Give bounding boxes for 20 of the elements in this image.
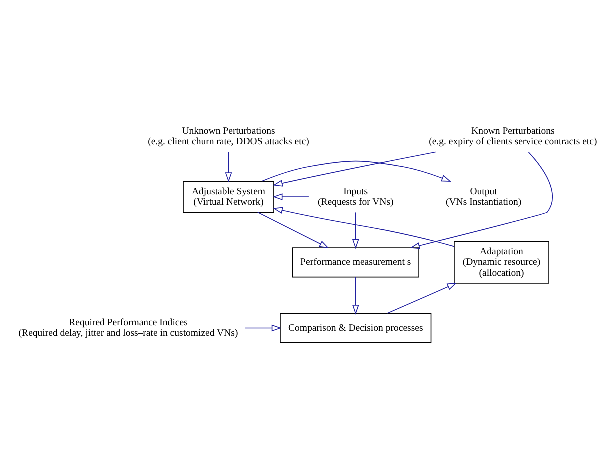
- arrow: [387, 282, 458, 314]
- arrow: [352, 276, 360, 314]
- node-box: Adaptation (Dynamic resource) (allocation): [454, 240, 550, 284]
- node-box: Comparison & Decision processes: [280, 312, 432, 343]
- arrow: [258, 212, 330, 248]
- node-box: Adjustable System (Virtual Network): [183, 180, 274, 212]
- node-text: Required Performance Indices (Required delay, jitter and loss–rate in customized VNs): [18, 316, 238, 339]
- arrow: [262, 160, 452, 182]
- arrow: [410, 152, 554, 249]
- arrow: [245, 324, 282, 332]
- node-text: Output (VNs Instantiation): [446, 186, 522, 208]
- node-text: Unknown Perturbations (e.g. client churn rate, DDOS attacks etc): [148, 125, 310, 148]
- arrow: [352, 212, 360, 249]
- node-box: Performance measurement s: [292, 247, 420, 278]
- arrow: [273, 206, 455, 247]
- arrow: [273, 151, 436, 186]
- arrow: [272, 193, 310, 200]
- node-text: Inputs (Requests for VNs): [318, 186, 394, 208]
- arrow: [225, 151, 232, 182]
- node-text: Known Perturbations (e.g. expiry of clients service contracts etc): [429, 125, 598, 148]
